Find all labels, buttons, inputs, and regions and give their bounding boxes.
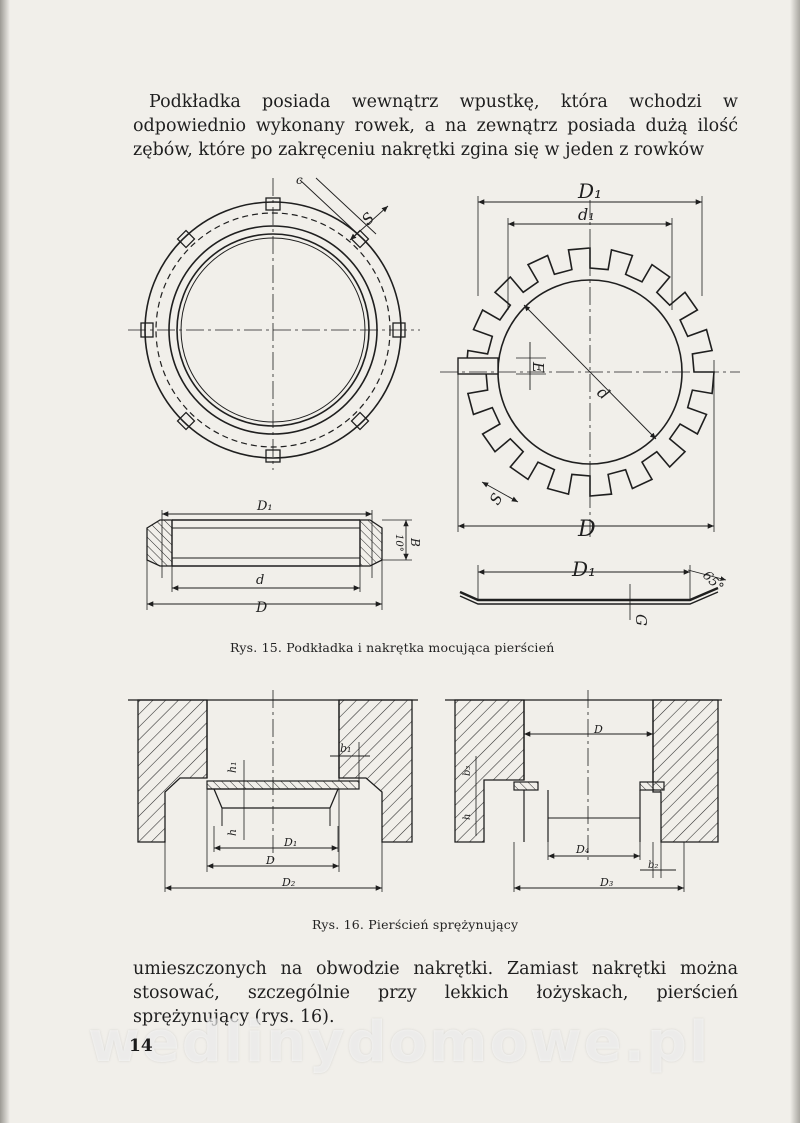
page-number: 14 [129,1036,153,1056]
watermark-logo: wedlinydomowe.pl [88,1010,711,1075]
label-D-right: D [593,723,603,736]
label-D4: D₄ [575,843,589,856]
label-D1-washer: D₁ [577,179,602,203]
left-page-edge-shadow [0,0,10,1123]
label-D-section: D [255,600,267,616]
fig15-lock-washer: D₁ d₁ d E S D [440,179,740,542]
paragraph-top: Podkładka posiada wewnątrz wpustkę, któr… [133,92,738,160]
label-B: B [408,537,422,547]
label-D1-bent: D₁ [571,557,596,581]
fig16-left-drawing: b₁ h₁ h D₁ D D₂ [128,690,418,892]
label-b3: b₃ [462,766,473,776]
label-alpha: 10° [393,534,404,552]
label-b2: b₂ [648,860,658,871]
label-D: D [265,854,275,867]
paragraph-bottom: umieszczonych na obwodzie nakrętki. Zami… [133,959,738,1027]
label-d1-washer: d₁ [578,205,595,224]
label-c-top: c [296,173,303,187]
label-angle-bent: 65° [699,568,726,595]
label-E: E [529,361,547,373]
label-D3: D₃ [599,876,613,889]
label-b1: b₁ [340,742,351,755]
label-h: h [226,829,239,836]
label-h1: h₁ [226,762,239,774]
label-D1: D₁ [283,836,297,849]
label-D-washer: D [577,517,596,542]
fig16-right-drawing: D b₃ h D₄ b₂ D₃ [445,690,722,892]
label-d-section: d [256,573,264,588]
fig15-nut-section: D₁ d D 10° B [146,499,422,616]
figure15-caption: Rys. 15. Podkładka i nakrętka mocująca p… [230,640,555,655]
label-s-top: S [358,209,378,229]
label-G: G [632,614,650,626]
right-page-edge-shadow [790,0,800,1123]
label-h-right: h [462,814,473,820]
label-D1-section: D₁ [256,499,273,514]
label-D2: D₂ [281,876,295,889]
fig15-nut-top-view: S c [128,173,420,470]
figure16-caption: Rys. 16. Pierścień sprężynujący [312,917,519,932]
fig15-bent-washer: D₁ 65° G [459,557,727,626]
label-s-washer: S [486,490,507,508]
